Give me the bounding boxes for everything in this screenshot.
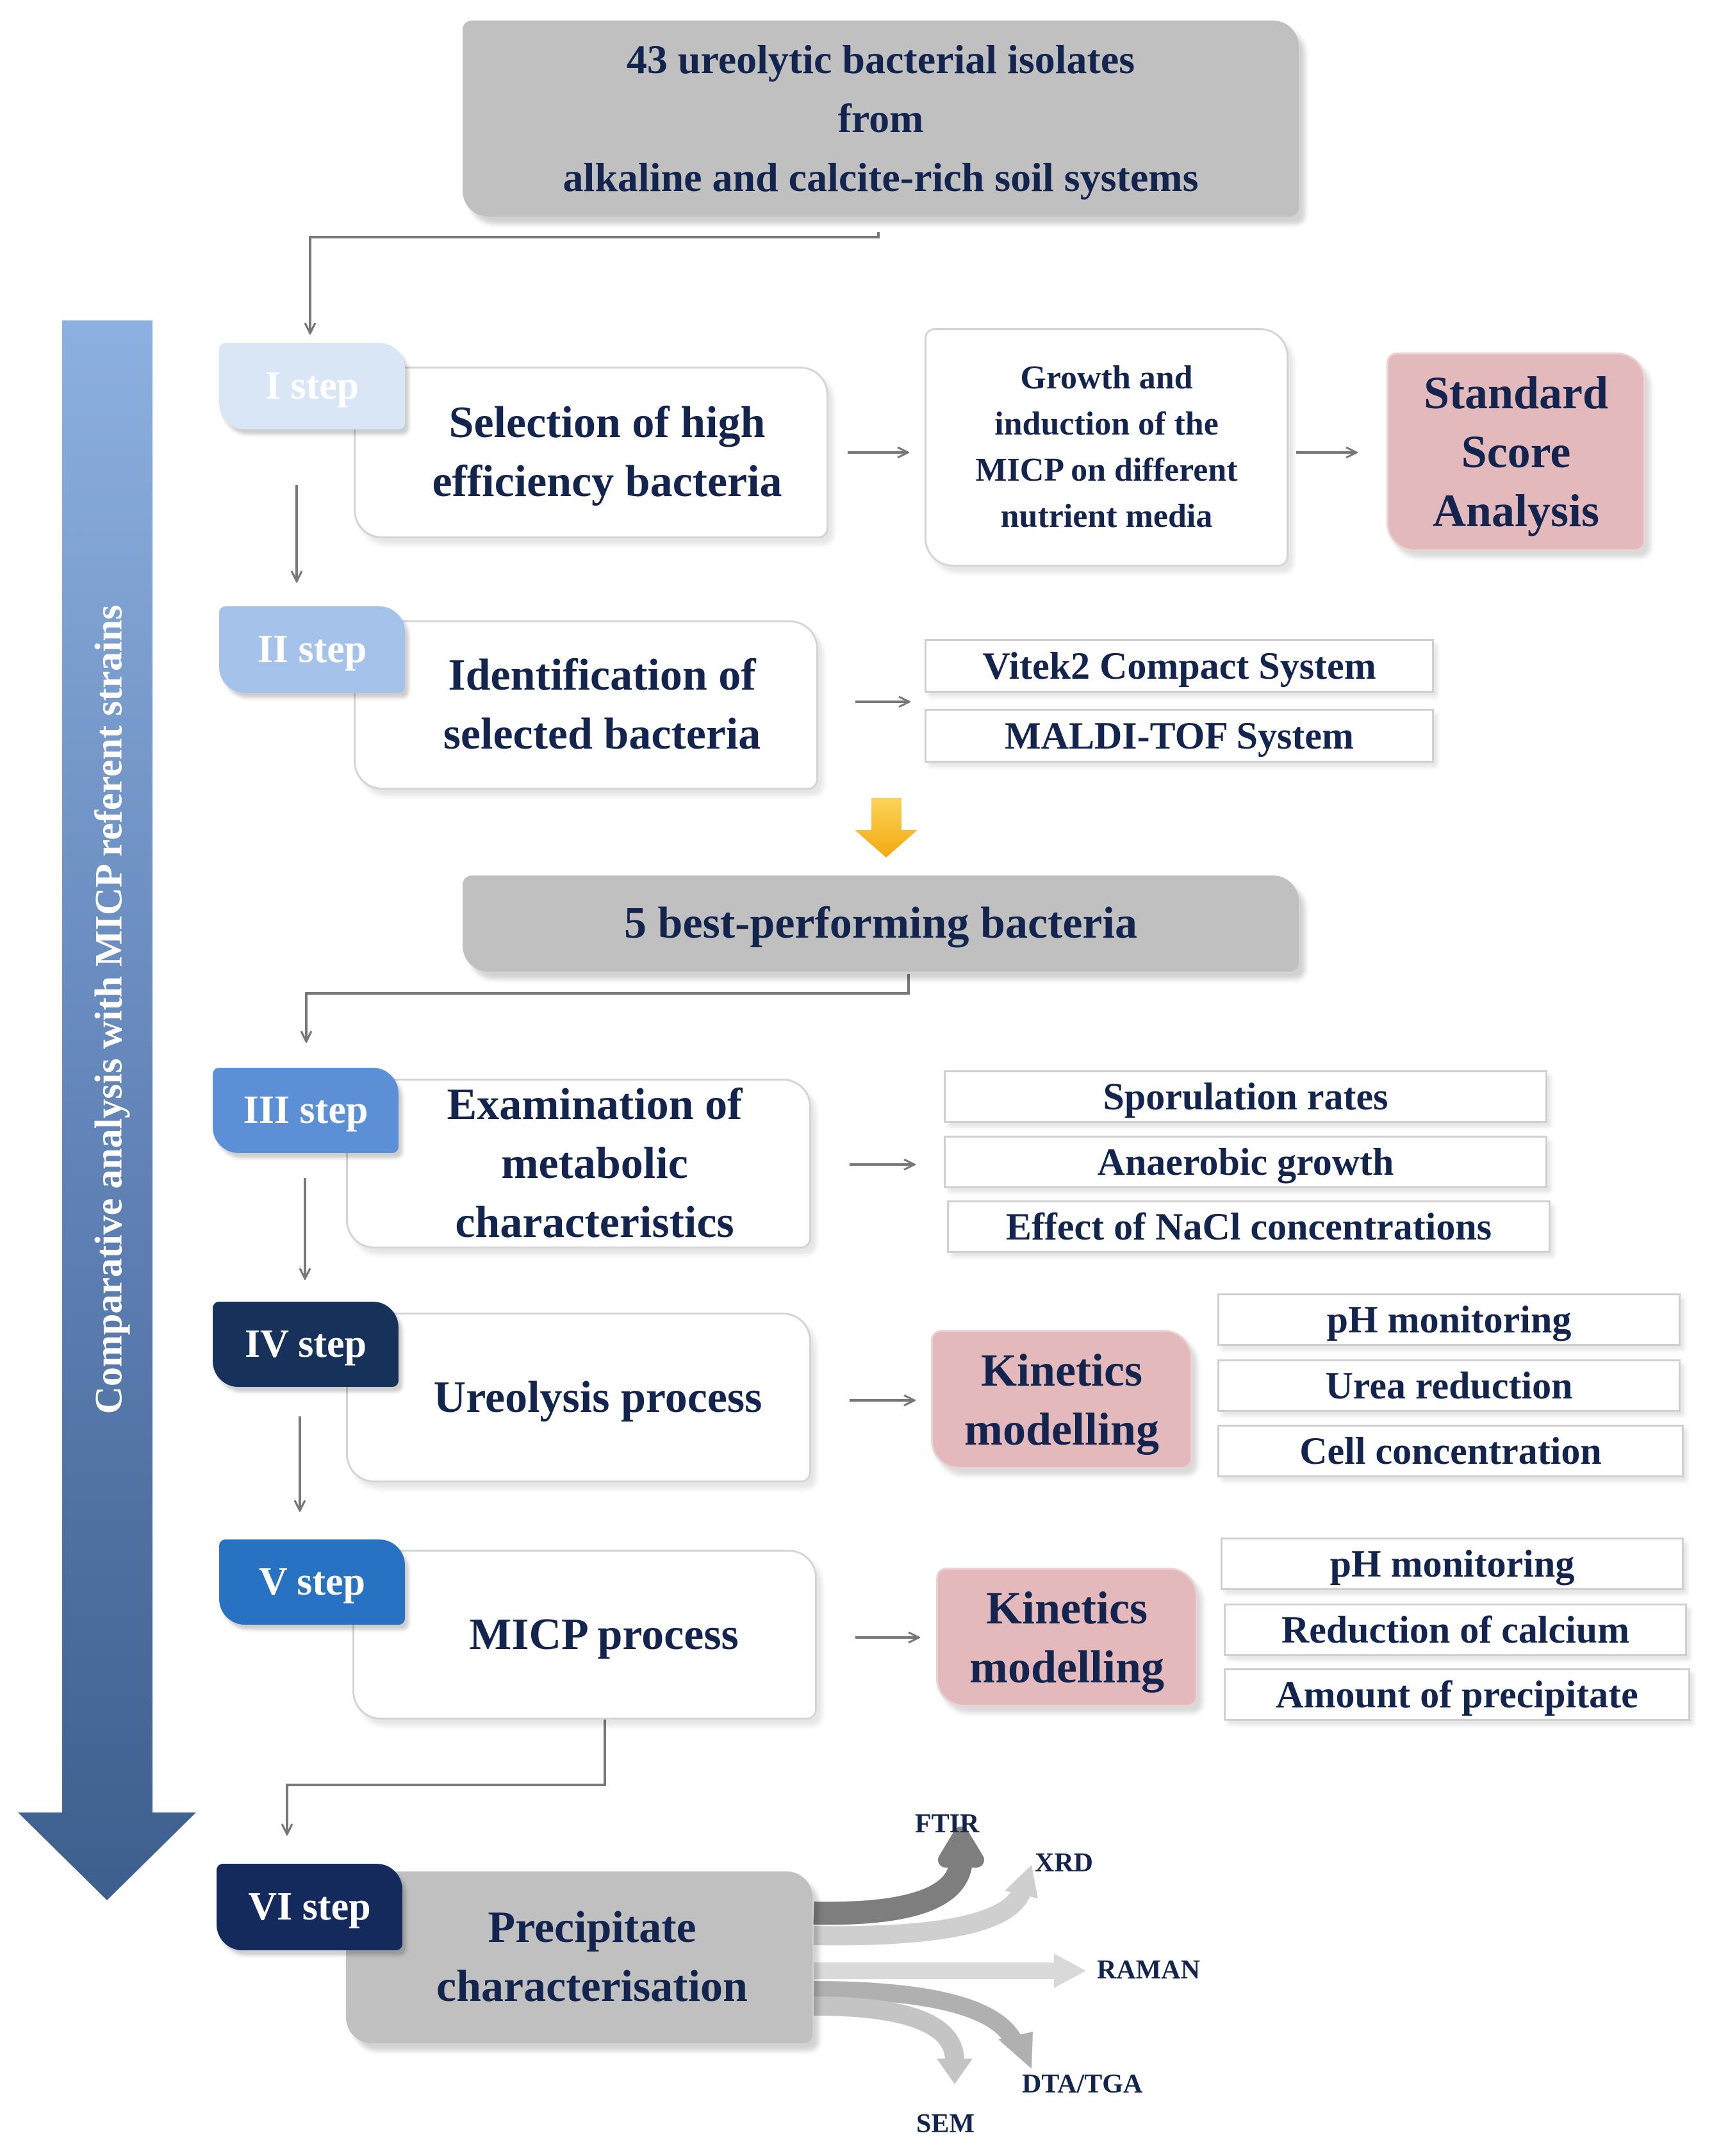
step1-result-box: Standard Score Analysis: [1387, 352, 1645, 551]
step5-model-box: Kinetics modelling: [936, 1568, 1198, 1707]
step3-badge: III step: [213, 1068, 399, 1153]
step2-item: MALDI-TOF System: [925, 709, 1434, 763]
step3-item: Effect of NaCl concentrations: [947, 1200, 1551, 1253]
step5-item: pH monitoring: [1221, 1538, 1684, 1590]
step1-badge: I step: [219, 343, 405, 429]
step6-badge: VI step: [217, 1864, 402, 1950]
method-label: SEM: [916, 2109, 975, 2139]
step4-item: pH monitoring: [1217, 1293, 1681, 1346]
step3-item: Sporulation rates: [944, 1070, 1547, 1123]
highlight-down-arrow: [855, 798, 918, 858]
step4-model-box: Kinetics modelling: [931, 1330, 1192, 1469]
step4-item: Urea reduction: [1217, 1359, 1681, 1412]
method-label: XRD: [1035, 1848, 1093, 1878]
step4-badge: IV step: [213, 1302, 399, 1387]
step5-badge: V step: [219, 1539, 405, 1625]
step5-box: MICP process: [352, 1550, 817, 1720]
method-label: RAMAN: [1097, 1955, 1200, 1985]
side-arrow: [18, 320, 196, 1900]
step2-item: Vitek2 Compact System: [925, 639, 1434, 693]
title-box: 43 ureolytic bacterial isolates from alk…: [463, 21, 1299, 217]
connector-step5-to-step6: [287, 1718, 606, 1834]
step3-item: Anaerobic growth: [944, 1136, 1547, 1188]
step2-badge: II step: [219, 606, 405, 693]
best-bacteria-box: 5 best-performing bacteria: [463, 875, 1299, 972]
step6-box: Precipitate characterisation: [346, 1871, 812, 2043]
step5-item: Amount of precipitate: [1224, 1668, 1690, 1721]
step2-box: Identification of selected bacteria: [354, 620, 818, 790]
side-label: Comparative analysis with MICP referent …: [87, 604, 130, 1414]
method-arrows: [813, 1827, 1086, 2084]
step4-item: Cell concentration: [1217, 1425, 1684, 1477]
step5-item: Reduction of calcium: [1224, 1604, 1687, 1656]
connector-best-to-step3: [306, 974, 910, 1041]
step1-box: Selection of high efficiency bacteria: [354, 367, 828, 538]
connector-title-to-step1: [310, 232, 880, 333]
step1-detail-box: Growth and induction of the MICP on diff…: [925, 328, 1288, 567]
step3-box: Examination of metabolic characteristics: [346, 1079, 811, 1248]
method-label: DTA/TGA: [1022, 2069, 1143, 2099]
method-label: FTIR: [915, 1809, 980, 1839]
step4-box: Ureolysis process: [346, 1313, 811, 1482]
